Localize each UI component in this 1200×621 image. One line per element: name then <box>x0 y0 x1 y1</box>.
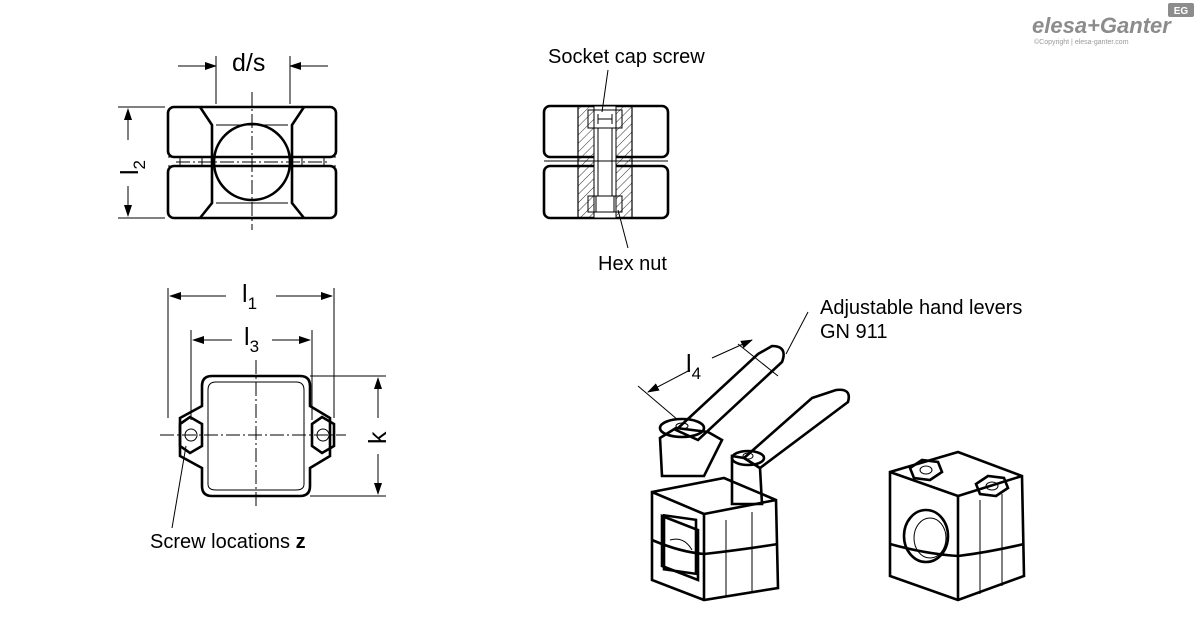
brand-badge: EG <box>1174 6 1189 17</box>
dim-l3-label: l3 <box>244 323 259 356</box>
brand-name: elesa+Ganter <box>1032 13 1172 38</box>
callout-hand-levers-line2: GN 911 <box>820 321 887 343</box>
dim-k-label: k <box>364 431 392 444</box>
isometric-clamp <box>888 450 1026 602</box>
brand-copyright: ©Copyright | elesa-ganter.com <box>1034 38 1129 46</box>
callout-screw-locations: Screw locations z <box>150 531 306 553</box>
brand-logo: elesa+Ganter EG ©Copyright | elesa-gante… <box>1032 3 1194 46</box>
top-view: l1 l3 k Screw locations z <box>150 280 392 553</box>
callout-socket-cap-screw: Socket cap screw <box>548 46 705 68</box>
callout-hand-levers-line1: Adjustable hand levers <box>820 297 1022 319</box>
callout-hex-nut: Hex nut <box>598 253 667 275</box>
dim-l4-label: l4 <box>686 350 701 383</box>
isometric-with-levers: l4 Adjustable hand levers GN 911 <box>637 297 1022 602</box>
dim-ds-label: d/s <box>232 49 265 77</box>
dim-l2-label: l2 <box>116 160 149 175</box>
dim-l1-label: l1 <box>242 280 257 313</box>
section-view: Socket cap screw Hex nut <box>542 46 705 275</box>
front-view: d/s l2 <box>116 49 338 230</box>
